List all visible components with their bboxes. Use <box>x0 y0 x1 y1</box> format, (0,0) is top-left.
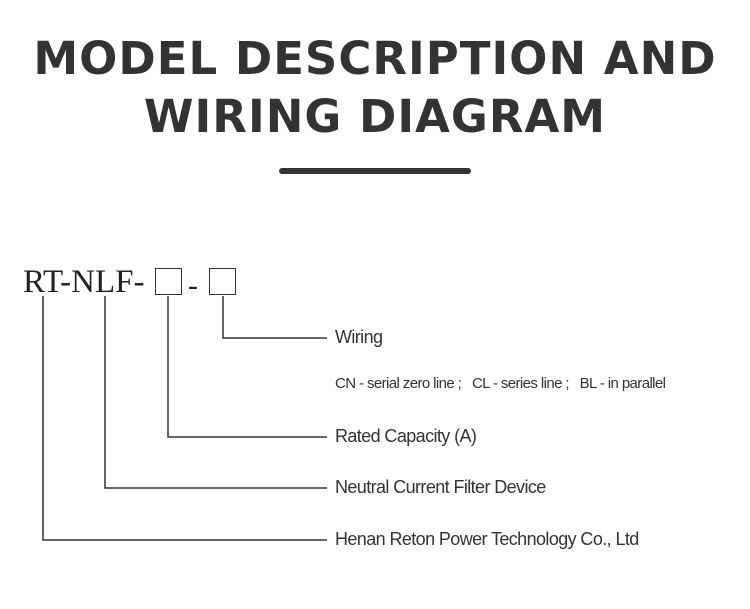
label-neutral-filter: Neutral Current Filter Device <box>335 477 546 497</box>
leader-line-rated-capacity <box>167 296 327 438</box>
label-rated-capacity: Rated Capacity (A) <box>335 426 477 446</box>
leader-line-wiring <box>222 296 327 339</box>
capacity-placeholder-box <box>155 268 182 295</box>
label-company: Henan Reton Power Technology Co., Ltd <box>335 529 639 549</box>
wiring-placeholder-box <box>209 268 236 295</box>
model-code-separator: - <box>188 269 198 302</box>
leader-line-company <box>42 296 327 541</box>
leader-line-neutral-filter <box>104 296 327 489</box>
label-wiring-options: CN - serial zero line ; CL - series line… <box>335 375 666 392</box>
title-underline <box>279 168 471 174</box>
label-wiring: Wiring <box>335 327 383 347</box>
page-title: MODEL DESCRIPTION AND WIRING DIAGRAM <box>0 30 750 146</box>
title-line-1: MODEL DESCRIPTION AND <box>33 32 717 85</box>
title-line-2: WIRING DIAGRAM <box>143 90 607 143</box>
model-code-prefix: RT-NLF- <box>23 264 145 300</box>
